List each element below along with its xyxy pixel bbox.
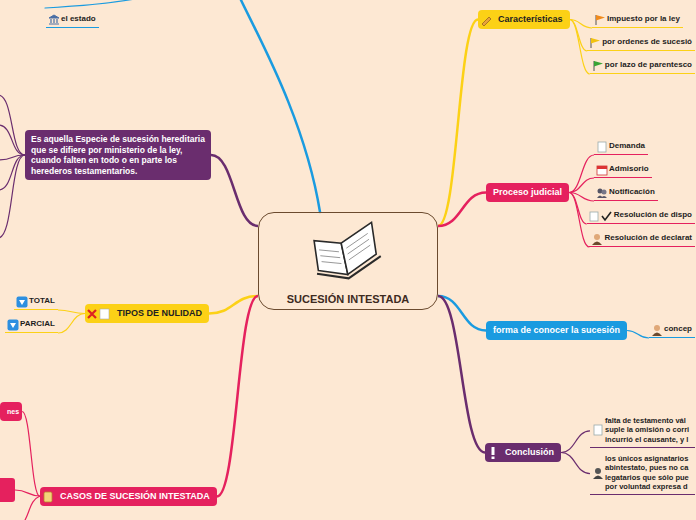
subtopic-text: Resolución de dispo <box>587 208 695 224</box>
icon <box>592 60 604 72</box>
branch-connector <box>22 412 40 497</box>
branch-line <box>45 0 140 8</box>
node-text: Conclusión <box>505 447 554 458</box>
topic-box: TIPOS DE NULIDAD <box>85 304 209 323</box>
subtopic-text: Resolución de declarat <box>589 231 695 247</box>
icon <box>589 37 601 49</box>
node-text: Es aquella Especie de sucesión hereditar… <box>31 134 205 176</box>
node-text: TIPOS DE NULIDAD <box>117 308 202 319</box>
topic-box: Es aquella Especie de sucesión hereditar… <box>25 130 211 180</box>
topic-box: forma de conocer la sucesión <box>486 321 627 340</box>
node-text: nes <box>7 406 19 417</box>
branch-connector <box>58 314 85 334</box>
node-text: Características <box>498 14 563 25</box>
node-text: SUCESIÓN INTESTADA <box>287 293 410 305</box>
branch-line <box>0 95 25 155</box>
topic-box: CASOS DE SUCESIÓN INTESTADA <box>40 487 217 506</box>
icon <box>487 447 499 459</box>
branch-line <box>0 155 25 190</box>
subtopic-text: Admisorio <box>594 162 652 178</box>
book-illustration <box>309 222 384 285</box>
node-text: Proceso judicial <box>493 187 562 198</box>
icon <box>87 308 111 320</box>
icon <box>596 164 608 176</box>
branch-connector <box>217 296 258 497</box>
subtopic-text: falta de testamento vál suple la omisión… <box>590 414 695 448</box>
icon <box>589 210 613 222</box>
icon <box>7 319 19 331</box>
branch-connector <box>58 310 85 314</box>
icon <box>591 233 603 245</box>
branch-line <box>24 496 40 520</box>
branch-connector <box>561 431 590 453</box>
node-text: por lazo de parentesco <box>605 60 692 70</box>
branch-line <box>0 125 25 155</box>
branch-line <box>0 155 25 238</box>
topic-box: nes <box>0 402 22 421</box>
node-text: por ordenes de sucesió <box>602 37 692 47</box>
node-text: Resolución de dispo <box>614 210 692 220</box>
node-text: falta de testamento vál suple la omisión… <box>605 416 695 444</box>
icon <box>48 14 60 26</box>
subtopic-text: Impuesto por la ley <box>592 12 683 28</box>
branch-connector <box>569 193 587 225</box>
branch-connector <box>569 155 594 193</box>
subtopic-text: Notificación <box>594 185 658 201</box>
branch-line <box>240 0 320 212</box>
branch-connector <box>569 178 594 193</box>
subtopic-text: TOTAL <box>14 294 58 310</box>
icon <box>16 296 28 308</box>
branch-connector <box>561 453 590 474</box>
icon <box>480 14 492 26</box>
subtopic-text: los únicos asignatarios abintestato, pue… <box>590 452 695 495</box>
icon <box>592 467 604 479</box>
icon <box>596 141 608 153</box>
subtopic-text: por lazo de parentesco <box>590 58 695 74</box>
branch-connector <box>627 331 649 339</box>
central-topic: SUCESIÓN INTESTADA <box>258 212 438 310</box>
branch-connector <box>438 20 478 227</box>
icon <box>596 187 608 199</box>
node-text: Demanda <box>609 141 645 151</box>
topic-box: Características <box>478 10 570 29</box>
branch-connector <box>569 193 594 202</box>
node-text: forma de conocer la sucesión <box>493 325 620 336</box>
branch-connector <box>570 20 588 52</box>
icon <box>594 14 606 26</box>
subtopic-text: por ordenes de sucesió <box>587 35 695 51</box>
node-text: CASOS DE SUCESIÓN INTESTADA <box>60 491 210 502</box>
node-text: Impuesto por la ley <box>607 14 680 24</box>
node-text: Notificación <box>609 187 655 197</box>
icon <box>42 491 54 503</box>
subtopic-text: el estado <box>46 12 99 28</box>
icon <box>651 324 663 336</box>
node-text: TOTAL <box>29 296 55 306</box>
subtopic-text: PARCIAL <box>5 317 58 333</box>
node-text: Admisorio <box>609 164 649 174</box>
branch-connector <box>211 155 258 226</box>
node-text: concep <box>664 324 692 334</box>
node-text: los únicos asignatarios abintestato, pue… <box>605 454 695 491</box>
icon <box>592 424 604 436</box>
node-text: Resolución de declarat <box>604 233 692 243</box>
branch-connector <box>438 296 485 453</box>
subtopic-text: concep <box>649 322 695 338</box>
topic-box: Conclusión <box>485 443 561 462</box>
subtopic-text: Demanda <box>594 139 648 155</box>
branch-connector <box>438 193 486 227</box>
cut-box <box>0 478 15 502</box>
node-text: el estado <box>61 14 96 24</box>
node-text: PARCIAL <box>20 319 55 329</box>
topic-box: Proceso judicial <box>486 183 569 202</box>
